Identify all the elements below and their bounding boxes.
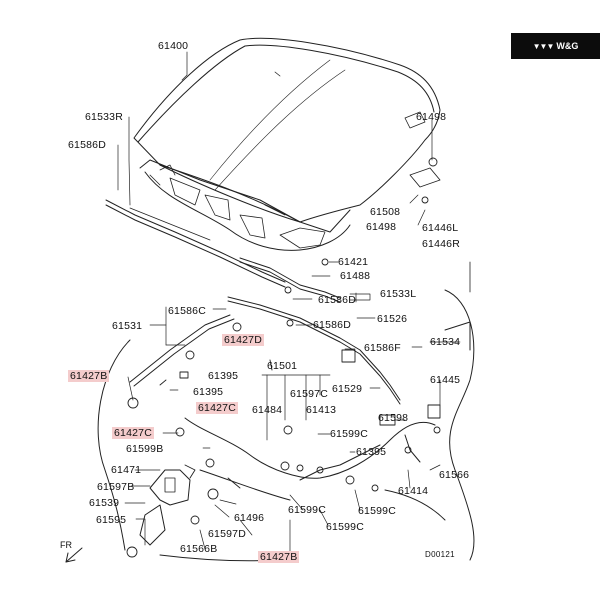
brand-chevrons-icon: ▼▼▼: [532, 41, 555, 51]
fasteners: [126, 157, 441, 558]
part-label-61427c_b: 61427C: [112, 427, 154, 439]
part-label-61531: 61531: [112, 320, 143, 332]
hood-release-cable: [184, 417, 436, 501]
part-label-61501: 61501: [267, 360, 298, 372]
part-label-61534: 61534: [430, 336, 461, 348]
leader-lines: [117, 51, 461, 553]
part-label-61586d_c: 61586D: [313, 319, 351, 331]
brand-text: W&G: [556, 41, 579, 51]
hood-panel: [133, 37, 441, 223]
part-label-61484: 61484: [252, 404, 283, 416]
part-label-61471: 61471: [111, 464, 142, 476]
part-label-61395_b: 61395: [193, 386, 224, 398]
part-label-61599c_b: 61599C: [288, 504, 326, 516]
part-label-61586d_a: 61586D: [68, 139, 106, 151]
part-label-61400: 61400: [158, 40, 189, 52]
part-label-61599c_a: 61599C: [330, 428, 368, 440]
part-label-61446l: 61446L: [422, 222, 459, 234]
part-label-61413: 61413: [306, 404, 337, 416]
part-label-61395_c: 61395: [356, 446, 387, 458]
part-label-61498_b: 61498: [366, 221, 397, 233]
part-label-61595: 61595: [96, 514, 127, 526]
part-label-61586f: 61586F: [364, 342, 401, 354]
front-arrow-icon: [65, 547, 83, 563]
part-label-61533l: 61533L: [380, 288, 417, 300]
front-direction-label: FR: [60, 540, 72, 550]
part-label-61598: 61598: [378, 412, 409, 424]
hood-weatherstrip-left: [239, 257, 341, 303]
hood-inner-frame: [139, 159, 351, 251]
part-label-61599b: 61599B: [126, 443, 164, 455]
hood-latch-assembly: [139, 469, 191, 546]
hood-seal: [227, 296, 401, 405]
part-label-61395_a: 61395: [208, 370, 239, 382]
part-label-61498_a: 61498: [416, 111, 447, 123]
part-label-61529: 61529: [332, 383, 363, 395]
part-label-61597d: 61597D: [208, 528, 246, 540]
part-label-61539: 61539: [89, 497, 120, 509]
part-label-61446r: 61446R: [422, 238, 460, 250]
part-label-61566b: 61566B: [180, 543, 218, 555]
part-label-61508: 61508: [370, 206, 401, 218]
part-label-61421: 61421: [338, 256, 369, 268]
part-label-61496: 61496: [234, 512, 265, 524]
diagram-code: D00121: [425, 550, 455, 559]
part-label-61427b_a: 61427B: [68, 370, 110, 382]
part-label-61599c_c: 61599C: [358, 505, 396, 517]
part-label-61427d: 61427D: [222, 334, 264, 346]
part-label-61526: 61526: [377, 313, 408, 325]
part-label-61566: 61566: [439, 469, 470, 481]
part-label-61414: 61414: [398, 485, 429, 497]
part-label-61586c_a: 61586C: [168, 305, 206, 317]
brand-logo: ▼▼▼ W&G: [511, 33, 600, 59]
part-label-61597b: 61597B: [97, 481, 135, 493]
part-label-61427c_a: 61427C: [196, 402, 238, 414]
part-label-61586d_b: 61586D: [318, 294, 356, 306]
hood-front-seal: [129, 314, 235, 387]
part-label-61445: 61445: [430, 374, 461, 386]
fender-outline: [97, 261, 475, 562]
part-label-61533r: 61533R: [85, 111, 123, 123]
part-label-61597c_a: 61597C: [290, 388, 328, 400]
part-label-61488: 61488: [340, 270, 371, 282]
part-label-61427b_b: 61427B: [258, 551, 300, 563]
part-label-61599c_d: 61599C: [326, 521, 364, 533]
hood-weatherstrip-right: [105, 199, 286, 288]
